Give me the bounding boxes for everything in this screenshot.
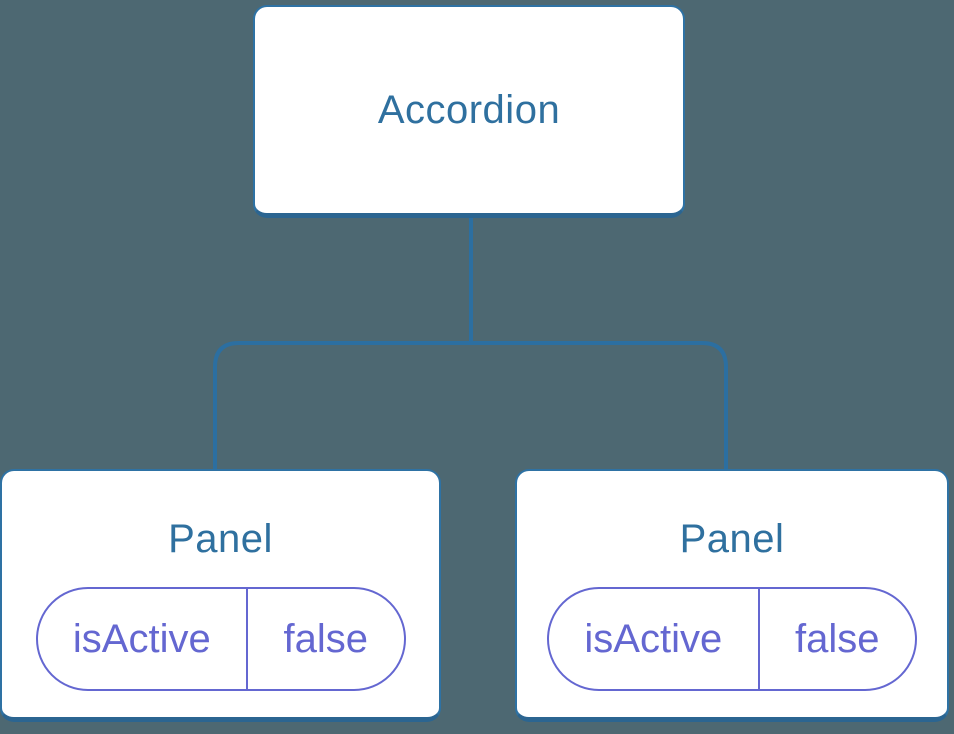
accordion-node-label: Accordion xyxy=(377,87,561,132)
state-value: false xyxy=(283,616,369,661)
panel-node-label: Panel xyxy=(168,517,273,561)
accordion-node-card: Accordion xyxy=(253,5,685,218)
panel-node-card-right: Panel isActive false xyxy=(515,469,949,722)
state-name: isActive xyxy=(549,589,760,689)
state-pill: isActive false xyxy=(547,587,917,691)
panel-node-card-left: Panel isActive false xyxy=(0,469,441,722)
branch-bracket-line xyxy=(213,341,728,471)
state-name: isActive xyxy=(38,589,249,689)
state-value: false xyxy=(795,616,880,661)
state-pill: isActive false xyxy=(35,587,406,691)
panel-node-label: Panel xyxy=(679,517,785,561)
